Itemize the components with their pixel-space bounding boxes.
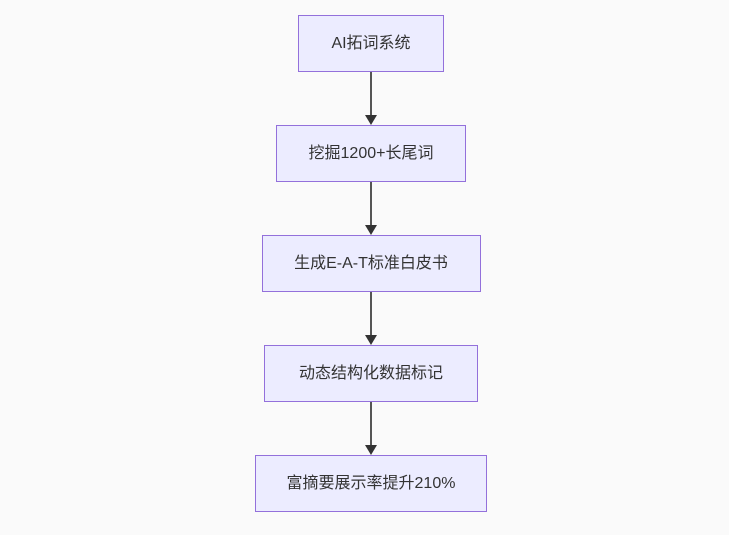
arrow-line — [370, 72, 372, 117]
node-label: 挖掘1200+长尾词 — [308, 144, 434, 162]
node-ai-keyword-system: AI拓词系统 — [298, 15, 444, 72]
node-label: 动态结构化数据标记 — [298, 364, 443, 382]
flowchart: AI拓词系统 挖掘1200+长尾词 生成E-A-T标准白皮书 动态结构化数据标记 — [255, 15, 487, 512]
down-arrow-icon — [364, 72, 378, 125]
down-arrow-icon — [364, 182, 378, 235]
arrow-head-icon — [365, 445, 377, 455]
node-eat-whitepaper: 生成E-A-T标准白皮书 — [261, 235, 481, 292]
node-longtail-mining: 挖掘1200+长尾词 — [276, 125, 466, 182]
node-label: 生成E-A-T标准白皮书 — [294, 254, 448, 272]
arrow-head-icon — [365, 225, 377, 235]
arrow-head-icon — [365, 335, 377, 345]
arrow-line — [370, 182, 372, 227]
node-label: 富摘要展示率提升210% — [286, 474, 456, 492]
arrow-line — [370, 292, 372, 337]
arrow-line — [370, 402, 372, 447]
node-rich-snippet-result: 富摘要展示率提升210% — [255, 455, 487, 512]
down-arrow-icon — [364, 292, 378, 345]
node-structured-data-markup: 动态结构化数据标记 — [264, 345, 478, 402]
node-label: AI拓词系统 — [331, 34, 411, 52]
arrow-head-icon — [365, 115, 377, 125]
down-arrow-icon — [364, 402, 378, 455]
